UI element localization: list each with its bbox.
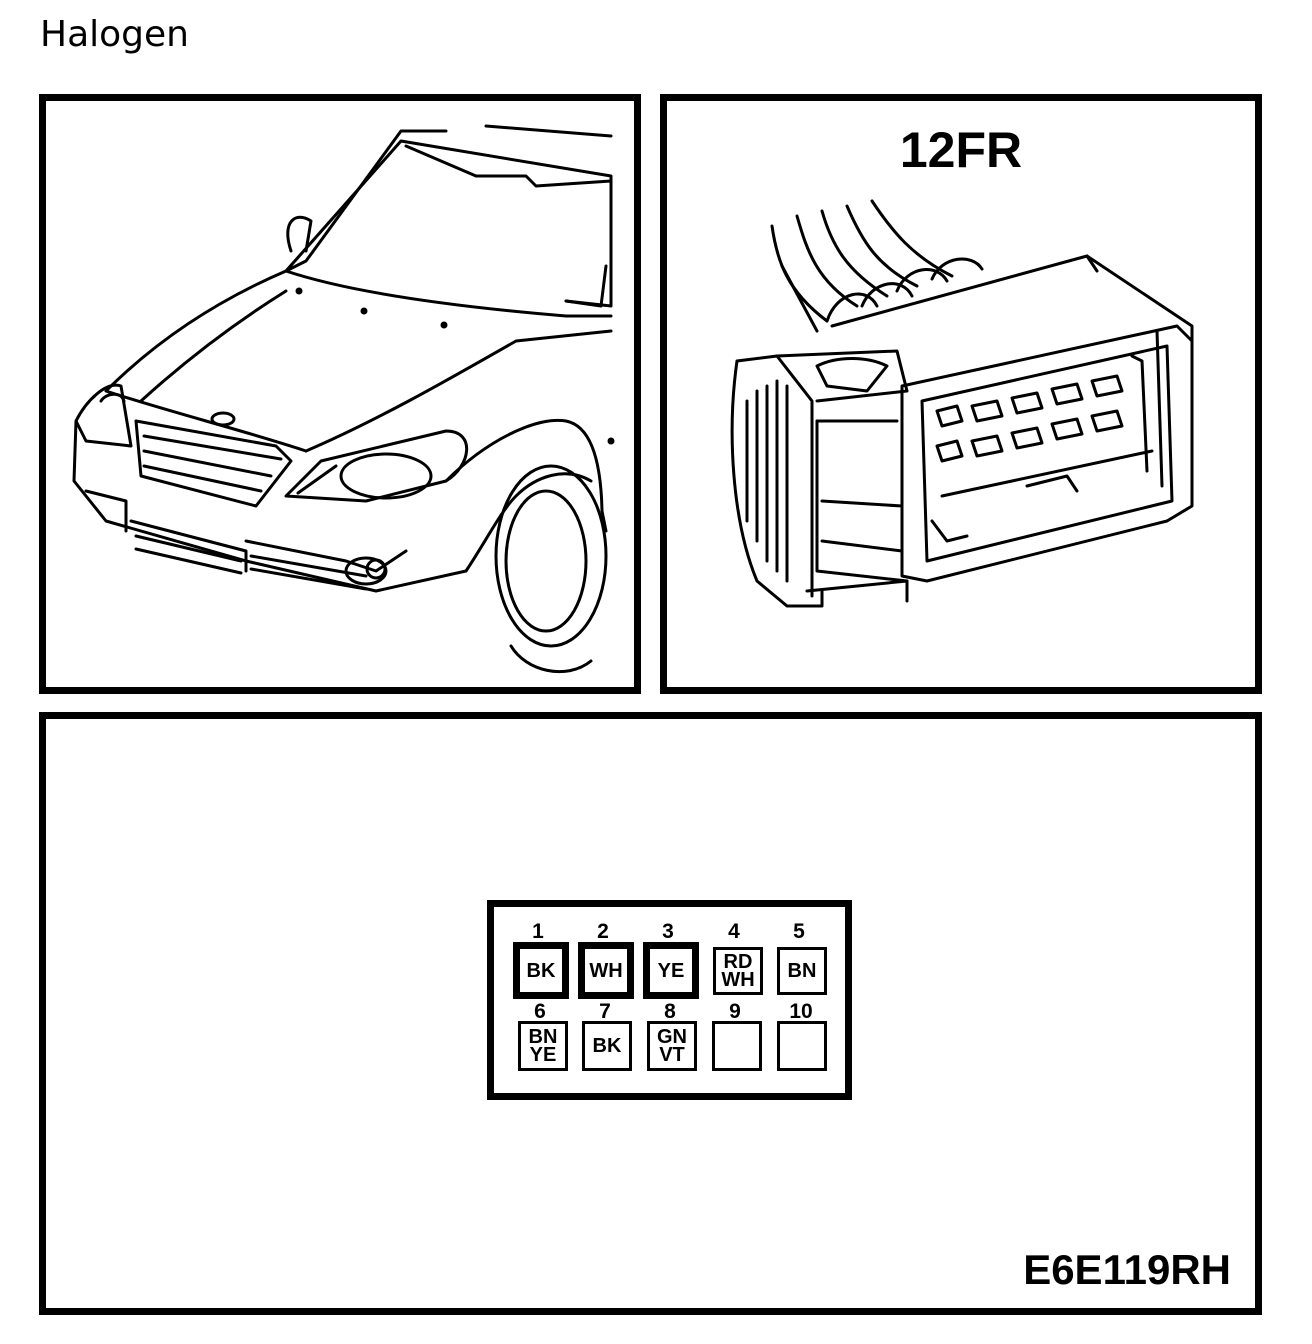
- pin-9-number: 9: [729, 1000, 741, 1023]
- pin-3-cavity: YE: [643, 942, 699, 999]
- pin-8-wire-stripe: VT: [659, 1044, 685, 1066]
- pin-2-wire-color: WH: [589, 959, 623, 982]
- pin-5-cavity: BN: [777, 947, 827, 995]
- connector-face: 1 BK 2 WH 3 YE 4 RD WH 5 BN 6 BN YE 7 BK…: [487, 900, 852, 1100]
- pin-9-cavity: [712, 1021, 762, 1071]
- pin-7-cavity: BK: [582, 1021, 632, 1071]
- pin-5-number: 5: [793, 920, 805, 943]
- pin-10-cavity: [777, 1021, 827, 1071]
- connector-name: 12FR: [899, 122, 1023, 178]
- connector-illustration: [730, 199, 1194, 608]
- vehicle-location-panel: [39, 94, 641, 694]
- pin-8-cavity: GN VT: [647, 1021, 697, 1071]
- pinout-panel: 1 BK 2 WH 3 YE 4 RD WH 5 BN 6 BN YE 7 BK…: [39, 712, 1262, 1315]
- pin-1-cavity: BK: [513, 942, 569, 999]
- pin-6-cavity: BN YE: [518, 1021, 568, 1071]
- pin-6-wire-color: BN: [528, 1026, 558, 1048]
- pin-5-wire-color: BN: [787, 960, 817, 982]
- car-front-illustration: [72, 124, 615, 674]
- pin-4-wire-color: RD: [723, 951, 753, 973]
- pin-3-number: 3: [662, 920, 674, 943]
- pin-1-wire-color: BK: [526, 959, 556, 982]
- pin-4-cavity: RD WH: [713, 947, 763, 995]
- pin-4-wire-stripe: WH: [721, 969, 755, 991]
- pin-2-number: 2: [597, 920, 609, 943]
- pin-7-number: 7: [599, 1000, 611, 1023]
- pin-10-number: 10: [789, 1000, 813, 1023]
- pin-8-wire-color: GN: [657, 1026, 687, 1048]
- pin-2-cavity: WH: [578, 942, 634, 999]
- pin-3-wire-color: YE: [657, 959, 685, 982]
- pin-6-wire-stripe: YE: [529, 1044, 557, 1066]
- diagram-title: Halogen: [40, 14, 189, 55]
- connector-view-panel: 12FR: [660, 94, 1262, 694]
- pin-7-wire-color: BK: [592, 1035, 622, 1057]
- pin-4-number: 4: [728, 920, 740, 943]
- diagram-code: E6E119RH: [1023, 1246, 1231, 1293]
- pin-6-number: 6: [534, 1000, 546, 1023]
- pin-1-number: 1: [532, 920, 544, 943]
- pin-8-number: 8: [664, 1000, 676, 1023]
